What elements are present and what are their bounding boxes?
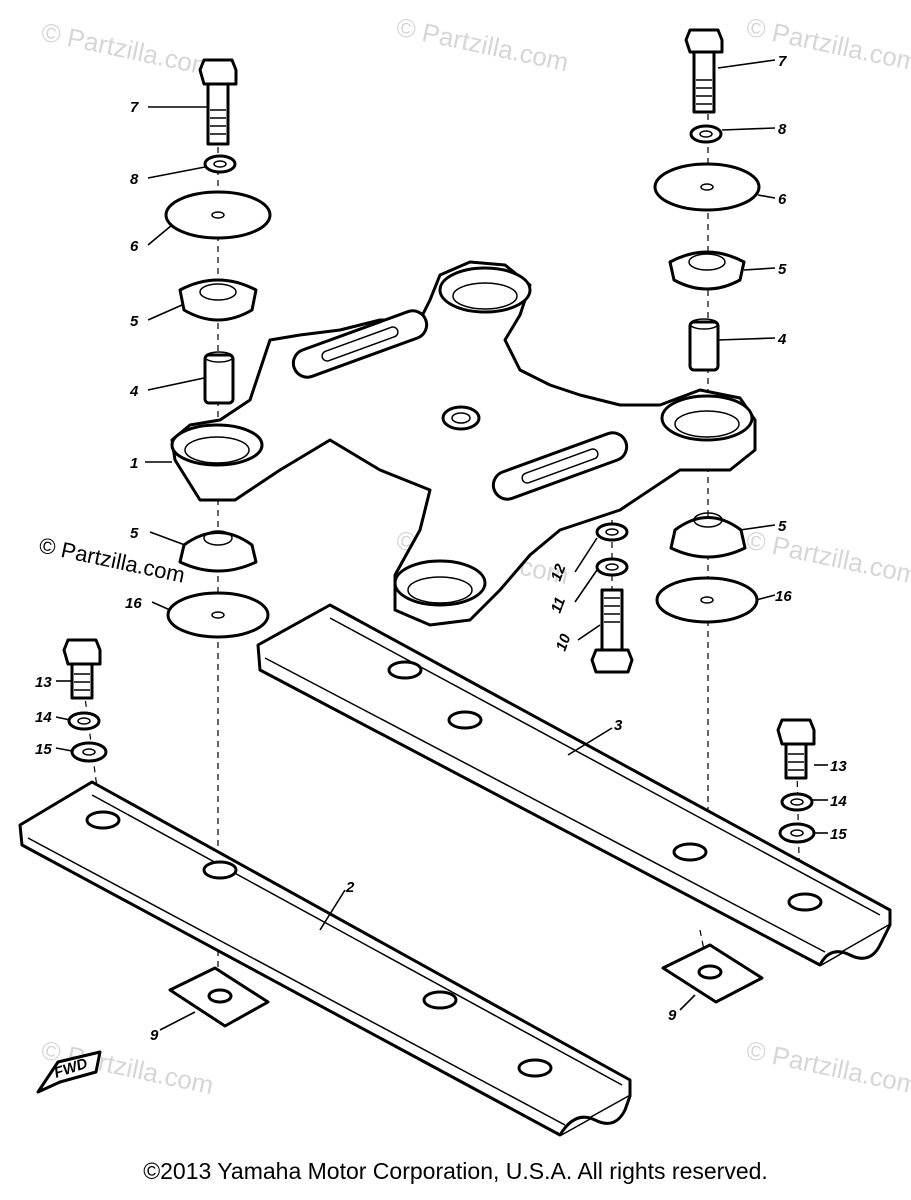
left-mount-stack — [164, 58, 272, 405]
center-bolt-stack — [590, 522, 634, 674]
rail-3 — [256, 603, 892, 967]
right-rail-bolt-stack — [776, 718, 816, 844]
callout-3: 3 — [614, 717, 623, 734]
watermark: © Partzilla.com — [394, 12, 572, 78]
left-rail-bolt-stack — [62, 638, 108, 763]
callout-4: 4 — [129, 383, 139, 400]
watermark-dark: © Partzilla.com — [37, 532, 187, 587]
callout-5: 5 — [130, 313, 139, 330]
left-lower-stack — [166, 530, 270, 639]
leader-lines — [55, 59, 828, 1031]
callout-7: 7 — [130, 99, 139, 116]
watermark: © Partzilla.com — [39, 17, 217, 83]
watermark: © Partzilla.com — [744, 12, 911, 78]
callout-5: 5 — [778, 518, 787, 535]
callout-5: 5 — [130, 525, 139, 542]
callouts: 7 8 6 5 4 1 5 16 7 8 6 5 4 5 16 12 11 10… — [35, 53, 847, 1044]
nut-plate-right — [661, 943, 764, 1004]
engine-mount-frame — [170, 260, 757, 627]
watermark: © Partzilla.com — [744, 1035, 911, 1101]
callout-15: 15 — [830, 826, 847, 843]
callout-13: 13 — [35, 674, 52, 691]
nut-plate-left — [168, 966, 270, 1028]
watermark: © Partzilla.com — [744, 525, 911, 591]
callout-4: 4 — [777, 331, 787, 348]
callout-10: 10 — [553, 631, 575, 653]
copyright-notice: ©2013 Yamaha Motor Corporation, U.S.A. A… — [143, 1158, 768, 1184]
callout-14: 14 — [830, 793, 847, 810]
callout-12: 12 — [548, 561, 570, 583]
callout-8: 8 — [778, 121, 787, 138]
callout-6: 6 — [130, 238, 139, 255]
callout-9: 9 — [668, 1007, 677, 1024]
callout-6: 6 — [778, 191, 787, 208]
right-lower-stack — [655, 512, 759, 624]
callout-13: 13 — [830, 758, 847, 775]
callout-16: 16 — [125, 595, 142, 612]
callout-1: 1 — [130, 455, 138, 472]
rail-2 — [18, 780, 632, 1137]
callout-5: 5 — [778, 261, 787, 278]
callout-8: 8 — [130, 171, 139, 188]
right-mount-stack — [653, 28, 761, 372]
callout-15: 15 — [35, 741, 52, 758]
callout-14: 14 — [35, 709, 52, 726]
callout-9: 9 — [150, 1027, 159, 1044]
callout-11: 11 — [548, 595, 569, 615]
callout-2: 2 — [345, 879, 355, 896]
callout-7: 7 — [778, 53, 787, 70]
callout-16: 16 — [775, 588, 792, 605]
